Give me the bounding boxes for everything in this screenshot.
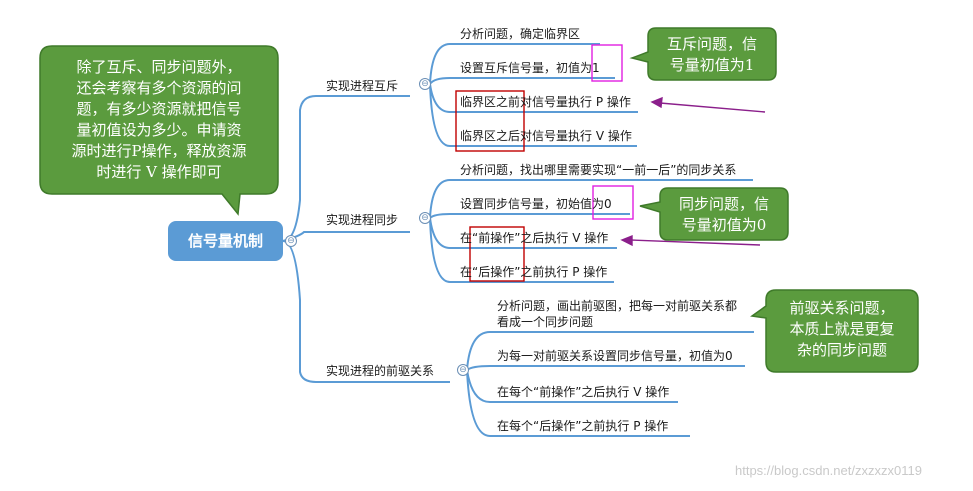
callout-mutex-bubble: [629, 27, 777, 81]
callout-main-line: 除了互斥、同步问题外，: [76, 58, 242, 76]
callout-prec-line: 本质上就是更复: [789, 320, 895, 338]
callout-prec-bubble: [750, 289, 919, 373]
prec-step-analyze-line2[interactable]: 看成一个同步问题: [497, 315, 594, 329]
sync-step-analyze[interactable]: 分析问题，找出哪里需要实现“一前一后”的同步关系: [460, 163, 737, 177]
callout-sync-line: 号量初值为0: [681, 216, 767, 234]
callout-mutex-text: 互斥问题，信 号量初值为1: [650, 34, 774, 76]
prec-step-analyze-line1[interactable]: 分析问题，画出前驱图，把每一对前驱关系都: [497, 299, 738, 313]
highlight-critical-section: [455, 90, 525, 152]
branch-prec-label[interactable]: 实现进程的前驱关系: [326, 364, 435, 378]
root-connectors: [282, 95, 450, 383]
sync-step-v-op[interactable]: 在“前操作”之后执行 V 操作: [460, 231, 609, 245]
branch-sync-collapse-icon[interactable]: ⊖: [419, 212, 431, 224]
callout-sync-text: 同步问题，信 号量初值为0: [662, 194, 786, 236]
root-collapse-icon[interactable]: ⊖: [285, 235, 297, 247]
callout-sync-line: 同步问题，信: [678, 195, 769, 213]
callout-main-line: 时进行 V 操作即可: [96, 163, 222, 181]
watermark: https://blog.csdn.net/zxzxzx0119: [735, 463, 922, 478]
sync-step-init[interactable]: 设置同步信号量，初始值为0: [460, 197, 612, 211]
sync-step-p-op[interactable]: 在“后操作”之前执行 P 操作: [460, 265, 608, 279]
callout-prec-text: 前驱关系问题， 本质上就是更复 杂的同步问题: [768, 298, 916, 361]
prec-step-p-op[interactable]: 在每个“后操作”之前执行 P 操作: [497, 419, 669, 433]
callout-prec-line: 杂的同步问题: [796, 341, 887, 359]
mutex-step-init[interactable]: 设置互斥信号量，初值为1: [460, 61, 600, 75]
callout-main-bubble: [39, 45, 279, 216]
annotation-arrows: [620, 96, 766, 247]
branch-sync-connectors: [429, 179, 753, 283]
callout-main-line: 还会考察有多个资源的问: [76, 79, 242, 97]
branch-prec-collapse-icon[interactable]: ⊖: [457, 364, 469, 376]
branch-mutex-label[interactable]: 实现进程互斥: [326, 79, 399, 93]
callout-sync-bubble: [639, 187, 789, 241]
callout-prec-line: 前驱关系问题，: [789, 299, 895, 317]
highlight-before-after-op: [469, 226, 525, 282]
prec-step-init[interactable]: 为每一对前驱关系设置同步信号量，初值为0: [497, 349, 733, 363]
callout-main-text: 除了互斥、同步问题外， 还会考察有多个资源的问 题，有多少资源就把信号 量初值设…: [44, 57, 274, 183]
mutex-step-p-op[interactable]: 临界区之前对信号量执行 P 操作: [460, 95, 631, 109]
highlight-sync-init: [592, 185, 634, 220]
branch-sync-label[interactable]: 实现进程同步: [326, 213, 399, 227]
mutex-step-v-op[interactable]: 临界区之后对信号量执行 V 操作: [460, 129, 632, 143]
callout-mutex-line: 互斥问题，信: [666, 35, 757, 53]
callout-main-line: 题，有多少资源就把信号: [76, 100, 242, 118]
mutex-step-analyze[interactable]: 分析问题，确定临界区: [460, 27, 581, 41]
callout-main-line: 量初值设为多少。申请资: [76, 121, 242, 139]
root-node[interactable]: 信号量机制: [168, 221, 283, 261]
callout-main-line: 源时进行P操作，释放资源: [71, 142, 247, 160]
prec-step-v-op[interactable]: 在每个“前操作”之后执行 V 操作: [497, 385, 670, 399]
branch-mutex-collapse-icon[interactable]: ⊖: [419, 78, 431, 90]
callout-mutex-line: 号量初值为1: [669, 56, 755, 74]
highlight-mutex-init: [591, 44, 623, 82]
